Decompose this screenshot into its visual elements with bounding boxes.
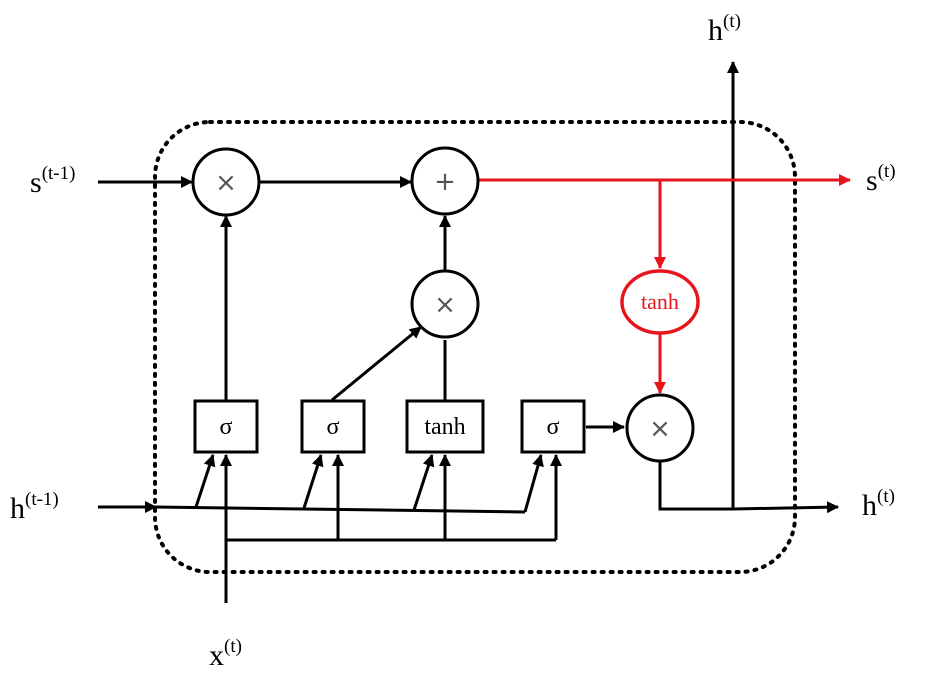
label-x: x(t) (209, 636, 242, 672)
output-multiply-symbol: × (649, 414, 671, 444)
label-h-out-right-base: h (862, 489, 877, 522)
cell-tanh-node: tanh (620, 269, 700, 335)
forget-multiply-node: × (191, 147, 261, 217)
label-x-sup: (t) (224, 636, 242, 657)
label-s-prev-sup: (t-1) (42, 163, 76, 184)
output-gate-label: σ (547, 414, 560, 440)
cell-state-path (479, 174, 851, 394)
input-multiply-symbol: × (434, 290, 456, 320)
add-symbol: + (434, 167, 456, 197)
label-h-prev: h(t-1) (10, 489, 59, 525)
label-h-out-right: h(t) (862, 486, 895, 522)
forget-multiply-symbol: × (215, 168, 237, 198)
output-gate: σ (520, 399, 586, 454)
forget-gate-label: σ (220, 414, 233, 440)
label-s-prev-base: s (30, 166, 42, 199)
input-gate: σ (300, 399, 366, 454)
cell-boundary (153, 120, 797, 574)
label-s-out-sup: (t) (878, 161, 896, 182)
label-x-base: x (209, 639, 224, 672)
candidate-gate-label: tanh (424, 414, 465, 440)
label-h-out-right-sup: (t) (877, 486, 895, 507)
add-node: + (410, 146, 480, 216)
label-s-out: s(t) (866, 161, 896, 197)
cell-tanh-label: tanh (641, 289, 679, 314)
label-h-out-top-sup: (t) (723, 11, 741, 32)
input-multiply-node: × (410, 269, 480, 339)
label-s-out-base: s (866, 164, 878, 197)
candidate-gate: tanh (405, 399, 485, 454)
label-h-out-top: h(t) (708, 11, 741, 47)
label-h-prev-sup: (t-1) (25, 489, 59, 510)
label-s-prev: s(t-1) (30, 163, 75, 199)
label-h-prev-base: h (10, 492, 25, 525)
output-multiply-node: × (625, 393, 695, 463)
forget-gate: σ (193, 399, 259, 454)
label-h-out-top-base: h (708, 14, 723, 47)
connections (98, 61, 839, 603)
input-gate-label: σ (327, 414, 340, 440)
